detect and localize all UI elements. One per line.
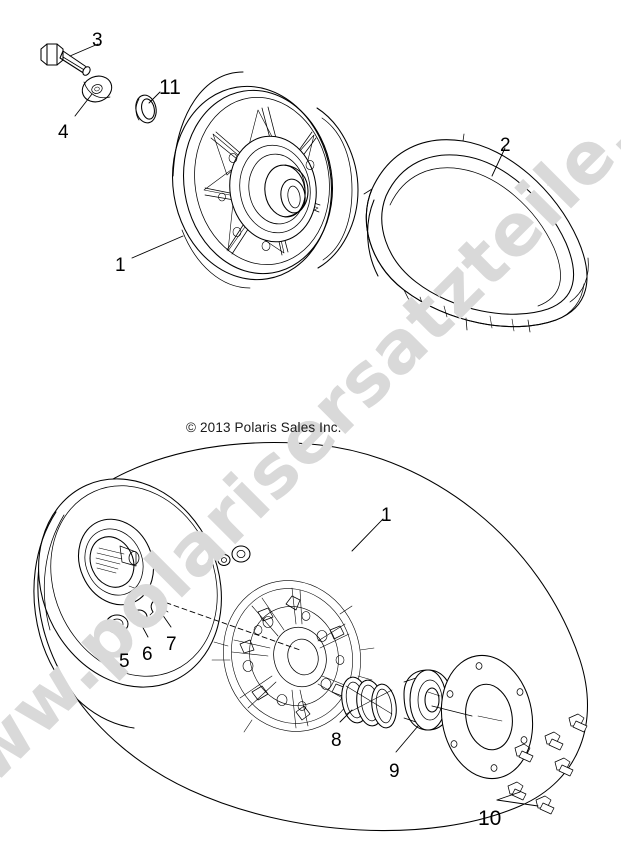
bolt-part-3 — [40, 43, 91, 76]
callout-driven-clutch: 1 — [115, 255, 126, 276]
spacer-ring-part-11 — [135, 94, 157, 124]
callout-roller-bushing: 9 — [389, 761, 400, 782]
drive-belt-part-2 — [363, 133, 589, 333]
callout-bushing: 5 — [119, 651, 130, 672]
callout-washer: 4 — [58, 122, 69, 143]
snap-ring-set-part-8 — [341, 676, 397, 729]
driven-clutch-part-1-top — [171, 71, 359, 289]
callout-washer-small: 6 — [142, 644, 153, 665]
clutch-cover-part-1-bottom — [37, 442, 588, 832]
callout-spacer-ring: 11 — [159, 76, 181, 99]
leader-lines — [69, 43, 539, 807]
callout-bolt: 3 — [92, 30, 103, 51]
cover-plate — [440, 654, 534, 780]
cover-screws-part-10 — [507, 713, 588, 815]
callout-retaining-clip: 7 — [166, 634, 177, 655]
washer-part-4 — [81, 75, 113, 103]
callout-cover-screws: 10 — [478, 807, 502, 830]
spider-assembly — [211, 580, 375, 733]
washer-part-6 — [130, 609, 148, 625]
copyright-notice: © 2013 Polaris Sales Inc. — [186, 420, 342, 435]
moveable-sheave — [33, 478, 222, 729]
retaining-clip-part-7 — [149, 599, 169, 616]
small-hardware-group — [207, 545, 251, 567]
callout-snap-ring-set: 8 — [331, 730, 342, 751]
bushing-part-5 — [105, 614, 129, 634]
callout-drive-belt: 2 — [500, 135, 511, 156]
callout-drive-clutch: 1 — [381, 505, 392, 526]
